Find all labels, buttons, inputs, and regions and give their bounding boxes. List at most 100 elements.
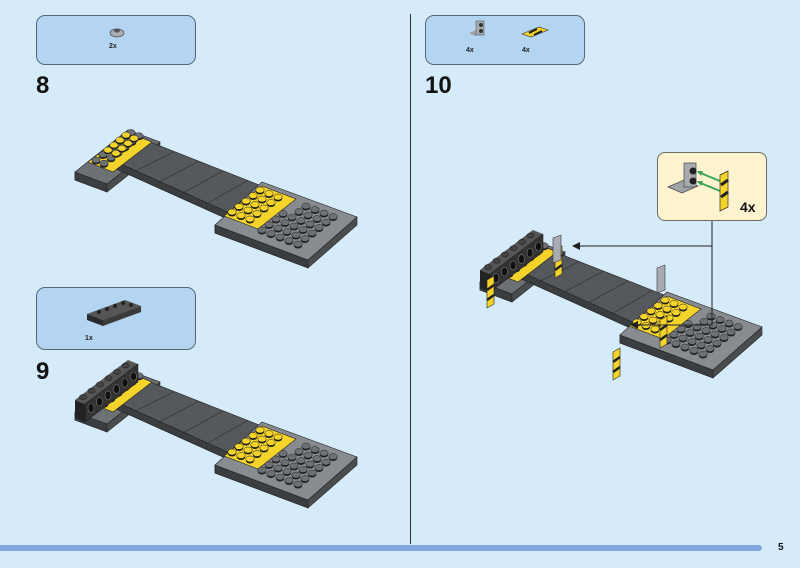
stud <box>250 201 260 208</box>
stud <box>245 215 255 223</box>
step-number: 8 <box>36 72 50 99</box>
stud <box>319 449 329 457</box>
stud <box>293 480 303 488</box>
part-qty: 1x <box>85 335 93 342</box>
stud <box>287 453 297 461</box>
stud <box>301 202 311 210</box>
stud <box>484 264 492 270</box>
technic-hole <box>518 254 525 264</box>
stud <box>328 453 338 460</box>
stud <box>303 211 313 219</box>
black-technic-brick <box>75 360 139 423</box>
stud <box>259 444 269 452</box>
stud <box>703 336 713 343</box>
stud <box>250 441 260 448</box>
tile-stripe <box>659 323 668 342</box>
stud <box>257 466 267 474</box>
technic-hole <box>113 384 120 394</box>
stud <box>236 212 246 219</box>
stud <box>706 312 716 320</box>
stud <box>705 345 715 352</box>
stud <box>303 451 313 459</box>
stud <box>307 229 317 237</box>
stud <box>710 330 720 338</box>
stud <box>501 251 509 258</box>
stud <box>284 237 294 244</box>
stud <box>79 394 87 400</box>
stud <box>123 139 133 147</box>
road-segment-line <box>564 270 604 292</box>
stud <box>712 339 722 347</box>
stud <box>241 437 251 445</box>
stud <box>245 455 255 463</box>
stud <box>321 218 331 226</box>
road-segment-line <box>588 280 629 303</box>
part-qty: 2x <box>109 43 117 50</box>
stud <box>121 362 130 369</box>
arrow-line <box>578 221 713 247</box>
lego-model <box>74 129 358 269</box>
sub-assembly-callout: 4x <box>657 152 767 221</box>
arrow-head <box>572 242 580 250</box>
arrow-head <box>630 321 638 329</box>
stud <box>639 313 649 320</box>
striped-tile <box>486 275 495 309</box>
stud <box>280 459 290 466</box>
step-9-parts-box: 1x <box>36 287 196 350</box>
stud <box>287 213 297 221</box>
technic-hole <box>526 248 534 258</box>
part-qty: 4x <box>522 47 530 54</box>
technic-hole <box>130 371 137 382</box>
grey-bracket-icon <box>469 20 485 36</box>
stud <box>264 461 274 468</box>
stud <box>255 426 265 434</box>
stud <box>301 442 311 450</box>
stud <box>129 134 139 142</box>
stud <box>694 332 704 340</box>
stud <box>662 305 672 313</box>
part-qty: 4x <box>466 47 474 54</box>
stud <box>307 469 317 477</box>
stud <box>294 208 304 215</box>
stud <box>91 156 101 164</box>
tile-stripe <box>486 283 495 302</box>
stud <box>278 210 288 217</box>
stud <box>289 462 299 470</box>
stud <box>314 224 324 231</box>
step-8-parts-box: 2x <box>36 15 196 65</box>
stud <box>300 475 310 482</box>
stud <box>678 334 688 342</box>
stud <box>294 448 304 455</box>
stud <box>273 193 283 201</box>
stud <box>291 471 301 479</box>
stud <box>266 230 276 237</box>
stud <box>87 387 96 394</box>
stud <box>103 146 113 154</box>
stud <box>271 215 281 223</box>
stud <box>518 239 526 245</box>
road-segment-line <box>183 410 224 433</box>
step-number: 9 <box>36 358 50 385</box>
stud <box>305 220 315 228</box>
road-segment-line <box>183 170 224 193</box>
road-segment-line <box>207 180 248 204</box>
stud <box>257 226 267 234</box>
stud <box>676 325 686 333</box>
stud <box>278 450 288 457</box>
road-segment-line <box>207 420 248 444</box>
stud <box>243 446 253 454</box>
stud <box>715 316 725 323</box>
stud <box>264 190 274 197</box>
stud <box>280 219 290 226</box>
stud <box>99 159 109 167</box>
stud <box>252 210 262 217</box>
stud <box>699 318 709 325</box>
stud <box>696 341 706 349</box>
technic-hole <box>509 260 517 271</box>
stud <box>719 334 729 341</box>
technic-hole <box>87 403 95 413</box>
road-segment-line <box>135 391 175 412</box>
technic-hole <box>104 390 112 401</box>
stud <box>653 302 663 309</box>
